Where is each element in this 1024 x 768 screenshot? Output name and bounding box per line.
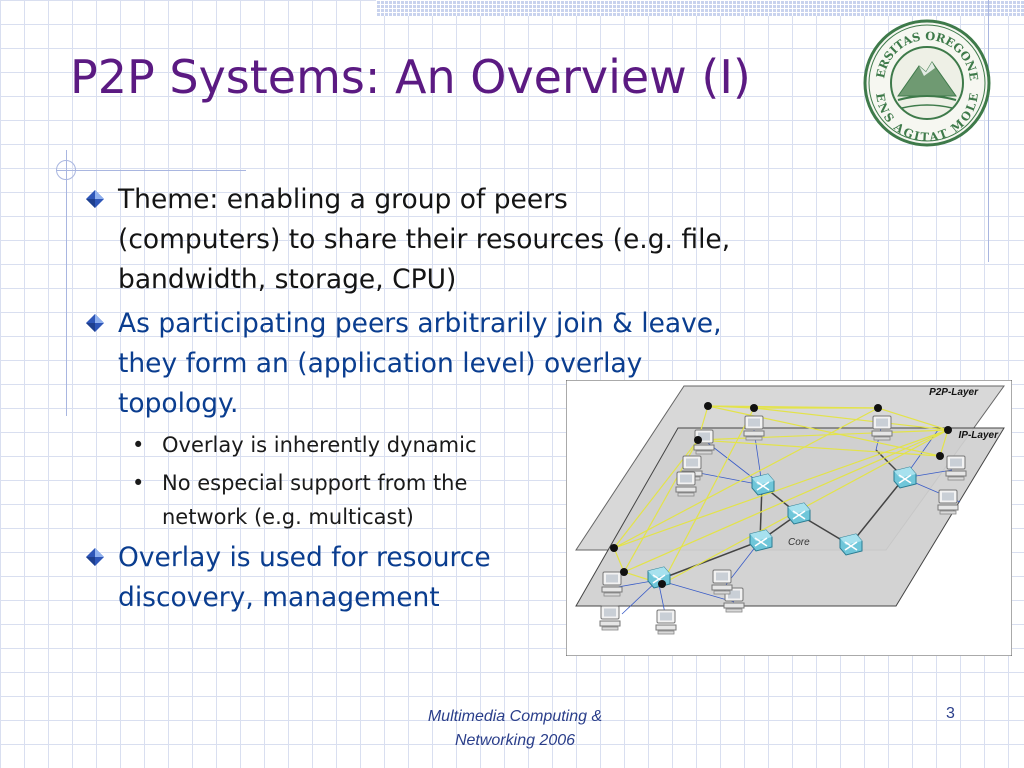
ip-layer-label: IP-Layer — [959, 430, 1000, 441]
sub-bullet-text: No especial support from the network (e.… — [162, 471, 468, 529]
diamond-bullet-icon — [86, 314, 104, 332]
diamond-bullet-icon — [86, 190, 104, 208]
peer-node — [944, 426, 952, 434]
peer-node — [694, 436, 702, 444]
router-icon — [839, 533, 863, 556]
title-rule — [56, 170, 246, 171]
bullet-item: Theme: enabling a group of peers (comput… — [86, 180, 736, 300]
slide-title: P2P Systems: An Overview (I) — [70, 50, 751, 104]
access-links — [611, 423, 961, 619]
computer-icon — [871, 415, 893, 441]
peer-nodes — [610, 402, 952, 588]
computer-icon — [945, 455, 967, 481]
footer: Multimedia Computing & Networking 2006 — [380, 705, 650, 753]
router-icon — [787, 502, 811, 525]
sub-bullet-item: • No especial support from the network (… — [132, 466, 492, 534]
computer-icon — [743, 415, 765, 441]
university-seal-icon: UNIVERSITAS OREGONENSIS MENS AGITAT MOLE… — [862, 18, 991, 147]
router-icon — [893, 466, 917, 489]
bullet-item: Overlay is used for resource discovery, … — [86, 538, 588, 618]
diamond-bullet-icon — [86, 548, 104, 566]
sub-bullet-dot: • — [132, 433, 145, 457]
sub-bullet-text: Overlay is inherently dynamic — [162, 433, 477, 457]
peer-node — [750, 404, 758, 412]
rule-circle-icon — [56, 160, 76, 180]
bullet-text: As participating peers arbitrarily join … — [118, 308, 722, 419]
footer-line-1: Multimedia Computing & — [427, 708, 603, 725]
computer-icon — [711, 569, 733, 595]
sub-bullet-item: • Overlay is inherently dynamic — [132, 428, 736, 462]
bullet-text: Theme: enabling a group of peers (comput… — [118, 184, 731, 295]
sub-bullet-dot: • — [132, 471, 145, 495]
router-icon — [751, 473, 775, 496]
computer-icon — [937, 489, 959, 515]
p2p-overlay-diagram: P2P-Layer IP-Layer Core — [566, 380, 1012, 656]
peer-node — [874, 404, 882, 412]
p2p-layer-label: P2P-Layer — [929, 387, 979, 398]
content-rule — [66, 150, 67, 416]
bullet-text: Overlay is used for resource discovery, … — [118, 542, 491, 613]
right-rule — [988, 0, 989, 262]
peer-node — [620, 568, 628, 576]
footer-line-2: Networking 2006 — [454, 732, 576, 749]
computer-icon — [655, 609, 677, 635]
router-icon — [749, 529, 773, 552]
core-label: Core — [788, 537, 810, 548]
computer-icon — [601, 571, 623, 597]
peer-node — [610, 544, 618, 552]
page-number: 3 — [946, 705, 955, 722]
peer-node — [704, 402, 712, 410]
peer-node — [658, 580, 666, 588]
computer-icon — [675, 471, 697, 497]
peer-node — [936, 452, 944, 460]
bullet-list: Theme: enabling a group of peers (comput… — [86, 180, 736, 622]
bullet-item: As participating peers arbitrarily join … — [86, 304, 736, 424]
header-band — [376, 0, 1024, 16]
computer-icon — [599, 605, 621, 631]
